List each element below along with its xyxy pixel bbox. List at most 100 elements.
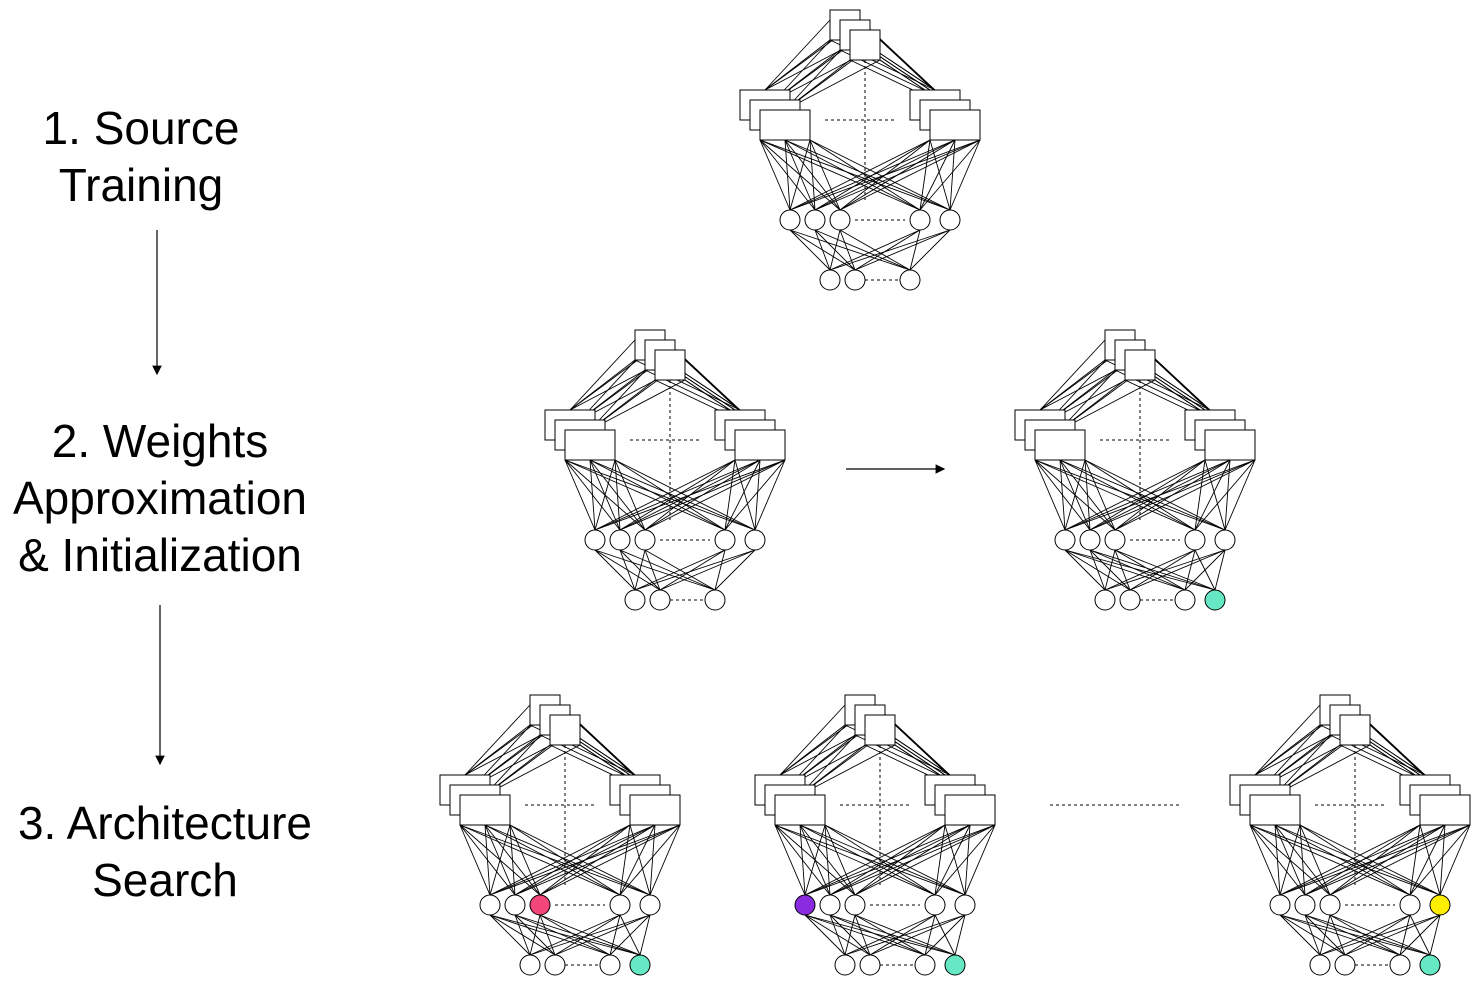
connection [754,459,761,531]
feature-map [734,429,786,461]
connection [854,229,921,271]
connection [759,139,816,211]
hidden-node [804,209,826,231]
connection [774,824,966,896]
connection [1204,459,1226,531]
connection [1274,824,1411,896]
connection [1224,459,1231,531]
connection [804,914,926,956]
connection [1129,549,1226,591]
connection [804,914,956,956]
feature-map [654,349,686,381]
network-search-n [1229,694,1471,976]
hidden-node [1104,529,1126,551]
output-node [844,269,866,291]
connection [814,229,911,271]
connection [1279,914,1431,956]
connection [484,824,541,896]
connection [459,824,491,896]
connection [764,19,831,91]
output-node [649,589,671,611]
connection [1439,824,1446,896]
connection [614,459,646,531]
output-node [819,269,841,291]
feature-map [1339,714,1371,746]
connection [1319,914,1441,956]
connection [1084,459,1116,531]
feature-map [864,714,896,746]
connection [1304,824,1421,896]
output-node [704,589,726,611]
connection [539,914,556,956]
hidden-node [479,894,501,916]
connection [779,704,846,776]
network-approx-after [1014,329,1256,611]
connection [564,459,596,531]
connection [484,724,551,796]
hidden-node [844,894,866,916]
connection [829,914,926,956]
output-node [1174,589,1196,611]
connection [824,824,966,896]
connection [829,229,921,271]
output-node [834,954,856,976]
connection [1034,459,1226,531]
hidden-node [954,894,976,916]
connection [619,824,681,896]
connection [1224,459,1256,531]
connection [589,359,656,431]
hidden-node [794,894,816,916]
connection [1274,824,1441,896]
hidden-node [1269,894,1291,916]
connection [759,139,841,211]
connection [909,229,921,271]
connection [839,229,856,271]
output-node [899,269,921,291]
connection [619,549,636,591]
connection [724,459,786,531]
output-node [544,954,566,976]
connection [854,914,871,956]
connection [1104,549,1196,591]
connection [789,229,911,271]
connection [784,59,881,111]
connection [924,914,936,956]
feature-map [1249,794,1301,826]
connection [814,229,831,271]
connection [489,824,631,896]
connection [579,349,646,421]
connection [774,824,936,896]
connection [569,339,636,411]
feature-map [1204,429,1256,461]
network-source [739,9,981,291]
hidden-node [1429,894,1451,916]
feature-map [1034,429,1086,461]
connection [459,824,516,896]
connection [774,824,856,896]
connection [509,824,541,896]
connection [539,824,631,896]
connection [1249,824,1281,896]
connection [839,139,931,211]
hidden-node [829,209,851,231]
connection [854,824,996,896]
hidden-node [1319,894,1341,916]
connection [1439,824,1471,896]
connection [964,824,971,896]
connection [554,914,621,956]
connection [854,229,951,271]
connection [594,549,716,591]
connection [539,824,656,896]
connection [1304,914,1401,956]
feature-map [1124,349,1156,381]
connection [1264,714,1331,786]
new-output-node [629,954,651,976]
connection [1194,459,1256,531]
connection [484,824,621,896]
connection [799,824,856,896]
connection [1279,914,1321,956]
connection [1104,549,1116,591]
connection [774,29,841,101]
feature-map [459,794,511,826]
connection [1114,549,1131,591]
